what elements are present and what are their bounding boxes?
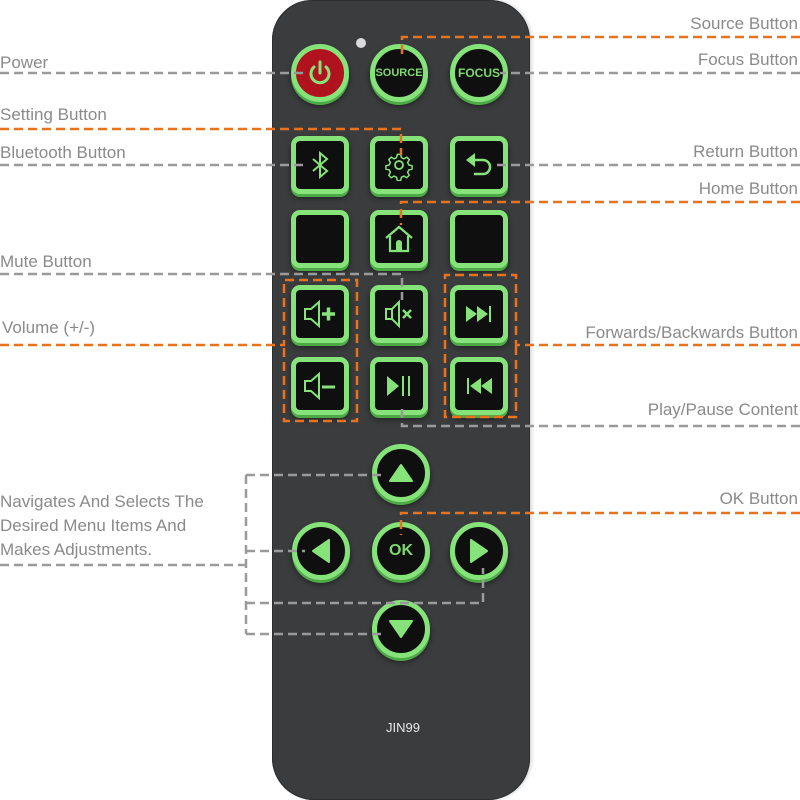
label-navigate-line2: Desired Menu Items And — [0, 516, 187, 535]
label-setting: Setting Button — [0, 105, 107, 124]
indicator-led — [356, 38, 366, 48]
label-home: Home Button — [698, 179, 798, 198]
return-arrow-icon — [466, 153, 492, 176]
label-navigate-line1: Navigates And Selects The — [0, 492, 204, 511]
mute-button[interactable] — [370, 285, 428, 343]
label-focus: Focus Button — [697, 50, 798, 69]
focus-button[interactable]: FOCUS — [450, 44, 508, 102]
forward-button[interactable] — [450, 285, 508, 343]
speaker-mute-icon — [385, 299, 412, 329]
bluetooth-icon — [312, 150, 329, 180]
bluetooth-button[interactable] — [291, 136, 349, 194]
power-button[interactable] — [291, 44, 349, 102]
ok-button[interactable]: OK — [372, 522, 430, 580]
focus-label: FOCUS — [458, 66, 500, 80]
ok-label: OK — [389, 542, 413, 559]
settings-button[interactable] — [370, 136, 428, 194]
label-bluetooth: Bluetooth Button — [0, 143, 126, 162]
source-button[interactable]: SOURCE — [370, 44, 428, 102]
label-mute: Mute Button — [0, 252, 92, 271]
home-button[interactable] — [370, 210, 428, 268]
volume-down-button[interactable] — [291, 357, 349, 415]
play-pause-icon — [387, 376, 410, 396]
triangle-up-icon — [389, 464, 413, 482]
label-return: Return Button — [693, 142, 798, 161]
blank-button-right[interactable] — [450, 210, 508, 268]
triangle-left-icon — [312, 539, 330, 563]
model-name: JIN99 — [386, 720, 420, 735]
play-pause-button[interactable] — [370, 357, 428, 415]
label-volume: Volume (+/-) — [2, 318, 96, 337]
source-label: SOURCE — [375, 67, 423, 79]
label-source: Source Button — [690, 14, 798, 33]
return-button[interactable] — [450, 136, 508, 194]
down-button[interactable] — [372, 600, 430, 658]
triangle-down-icon — [389, 620, 413, 638]
label-navigate-line3: Makes Adjustments. — [0, 540, 153, 559]
left-button[interactable] — [292, 522, 350, 580]
label-play-pause: Play/Pause Content — [647, 400, 798, 419]
home-icon — [385, 225, 413, 253]
right-button[interactable] — [450, 522, 508, 580]
fast-forward-icon — [466, 306, 491, 322]
gear-icon — [385, 153, 413, 181]
label-power: Power — [0, 53, 49, 72]
backward-button[interactable] — [450, 357, 508, 415]
up-button[interactable] — [372, 444, 430, 502]
label-ok: OK Button — [719, 489, 798, 508]
blank-button-left[interactable] — [291, 210, 349, 268]
power-icon — [309, 60, 331, 85]
triangle-right-icon — [470, 539, 488, 563]
label-forward-backward: Forwards/Backwards Button — [585, 323, 798, 342]
speaker-minus-icon — [304, 371, 335, 401]
volume-up-button[interactable] — [291, 285, 349, 343]
rewind-icon — [467, 378, 492, 394]
speaker-plus-icon — [304, 299, 335, 329]
